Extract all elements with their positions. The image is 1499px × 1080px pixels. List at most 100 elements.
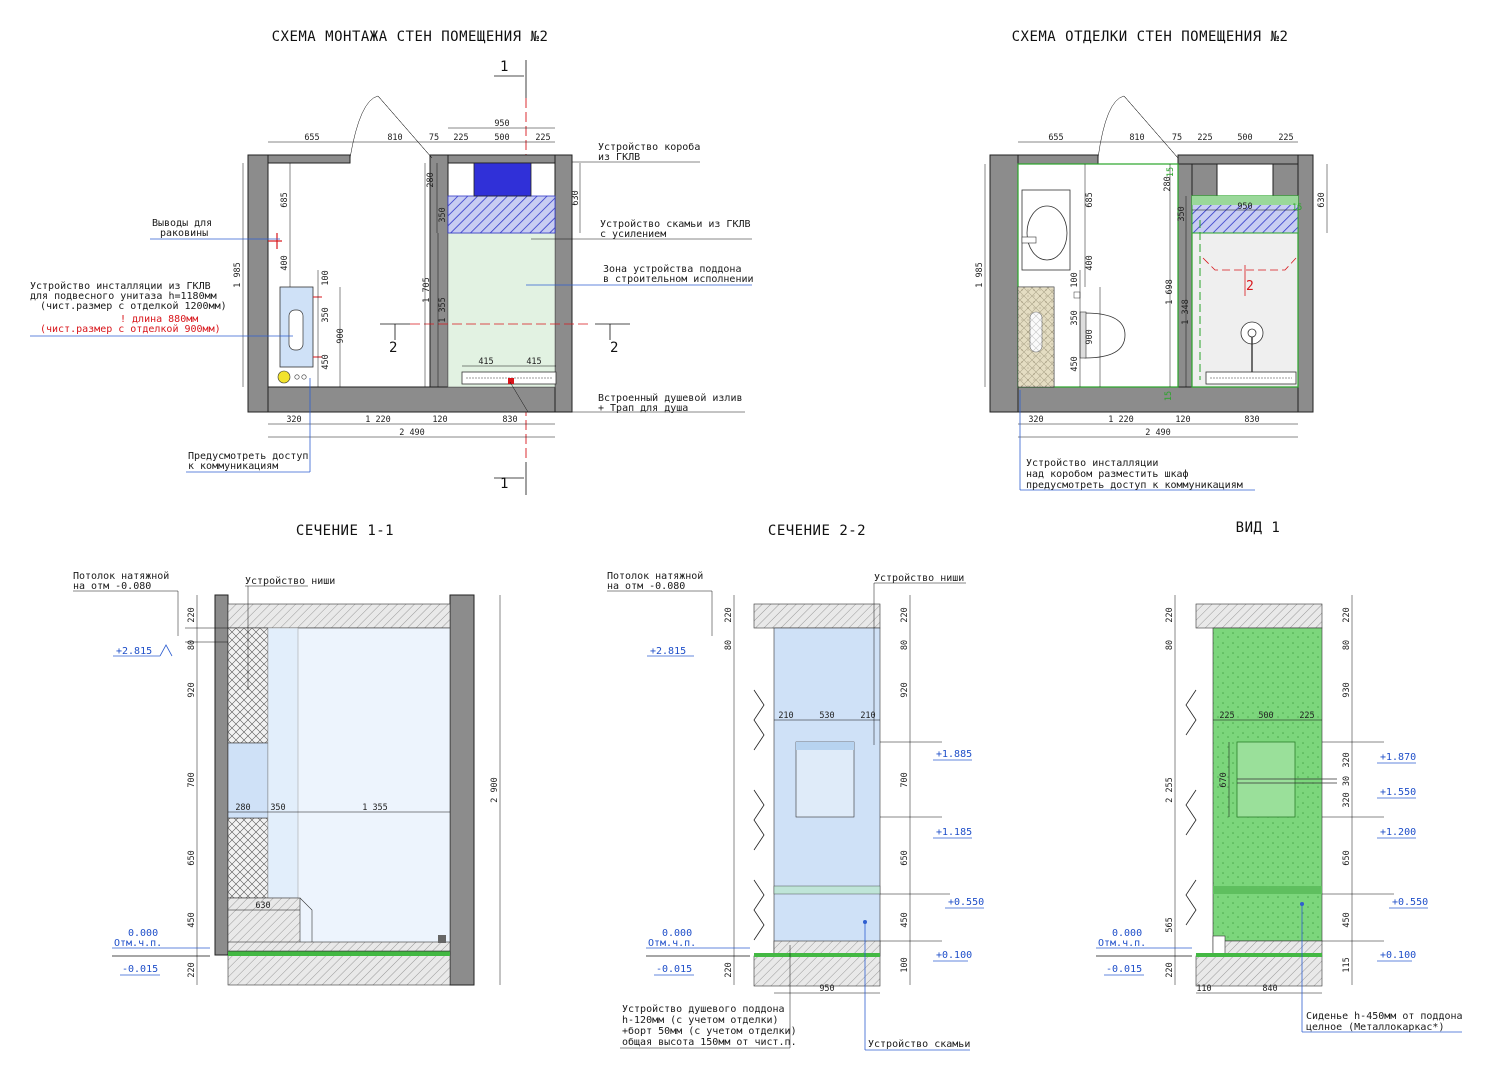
- dim-900: 900: [336, 328, 346, 343]
- v1-lvl-1870: +1.870: [1380, 752, 1416, 763]
- s2-lvl-0: 0.000: [662, 928, 692, 939]
- p2-dim-100: 100: [1070, 272, 1080, 287]
- p2-note-3: предусмотреть доступ к коммуникациям: [1026, 480, 1243, 491]
- view-1: ВИД 1 220 80 2 255 565 220 220 80 930 32…: [1096, 520, 1463, 1033]
- wall-left: [247, 154, 269, 413]
- s1-dim-350: 350: [270, 803, 285, 813]
- dim-1220: 1 220: [365, 415, 391, 425]
- s2-lvl-1885: +1.885: [936, 749, 972, 760]
- dim-1985: 1 985: [233, 262, 243, 288]
- p2-dim-1698: 1 698: [1165, 279, 1175, 305]
- s1-dim-80: 80: [187, 640, 197, 650]
- p2-dim-225a: 225: [1197, 133, 1212, 143]
- s1-niche-label: Устройство ниши: [245, 575, 335, 587]
- v1-lvl-0: 0.000: [1112, 928, 1142, 939]
- v1-dim-320b: 320: [1342, 792, 1352, 807]
- s1-lvl-2815: +2.815: [116, 646, 152, 657]
- v1-dim-500: 500: [1258, 711, 1273, 721]
- drain-point: [508, 378, 514, 384]
- note-tray-1: Зона устройства поддона: [603, 263, 741, 275]
- plan1-notes: Устройство короба из ГКЛВ Устройство ска…: [30, 141, 754, 473]
- dim-1355: 1 355: [438, 297, 448, 323]
- dim-320: 320: [286, 415, 301, 425]
- v1-seat-1: Сиденье h-450мм от поддона: [1306, 1011, 1463, 1022]
- plan-2: СХЕМА ОТДЕЛКИ СТЕН ПОМЕЩЕНИЯ №2 2: [975, 29, 1328, 491]
- s2-tray-3: +борт 50мм (с учетом отделки): [622, 1025, 797, 1037]
- s1-dim-220b: 220: [187, 962, 197, 977]
- v1-dim-220c: 220: [1342, 607, 1352, 622]
- s2-ceiling-slab: [753, 603, 881, 629]
- p2-dim-655: 655: [1048, 133, 1063, 143]
- p2-wall-top-left: [1017, 154, 1099, 165]
- v1-dim-225a: 225: [1219, 711, 1234, 721]
- s1-dim-1355: 1 355: [362, 803, 388, 813]
- dim-500: 500: [494, 133, 509, 143]
- dim-655: 655: [304, 133, 319, 143]
- note-bench-1: Устройство скамьи из ГКЛВ: [600, 218, 751, 230]
- p2-dim-75: 75: [1172, 133, 1182, 143]
- plan1-title: СХЕМА МОНТАЖА СТЕН ПОМЕЩЕНИЯ №2: [272, 29, 549, 45]
- note-inst-red-1: ! длина 880мм: [120, 314, 198, 325]
- note-sink-1: Выводы для: [152, 218, 212, 229]
- bench-hatch: [447, 195, 556, 234]
- note-inst-red-2: (чист.размер с отделкой 900мм): [40, 323, 221, 335]
- v1-seat: [1213, 886, 1322, 894]
- v1-lvl-m015: -0.015: [1106, 964, 1142, 975]
- s2-lvl-0550: +0.550: [948, 897, 984, 908]
- sec11-title: СЕЧЕНИЕ 1-1: [296, 523, 394, 539]
- s2-dim-530: 530: [819, 711, 834, 721]
- dim-2490: 2 490: [399, 428, 425, 438]
- p2-dim-900: 900: [1085, 329, 1095, 344]
- dim-950: 950: [494, 119, 509, 129]
- s1-dim-700: 700: [187, 772, 197, 787]
- v1-dim-220b: 220: [1165, 962, 1175, 977]
- p2-dim-685: 685: [1085, 192, 1095, 207]
- sec22-title: СЕЧЕНИЕ 2-2: [768, 523, 866, 539]
- p2-dim-15b: 15: [1292, 203, 1302, 213]
- dim-350: 350: [321, 307, 331, 322]
- s2-dim-220a: 220: [724, 607, 734, 622]
- s2-niche-label: Устройство ниши: [874, 572, 964, 584]
- v1-dim-565: 565: [1165, 917, 1175, 932]
- wall-bottom: [267, 386, 556, 413]
- v1-lvl-1200: +1.200: [1380, 827, 1416, 838]
- dim-120: 120: [432, 415, 447, 425]
- s1-dim-450: 450: [187, 912, 197, 927]
- s2-niche: [795, 741, 855, 818]
- s1-floor-finish: [228, 951, 450, 956]
- p2-dim-15c: 15: [1164, 391, 1174, 401]
- v1-dim-30: 30: [1342, 776, 1352, 786]
- p2-dim-2490: 2 490: [1145, 428, 1171, 438]
- p2-dim-630: 630: [1317, 192, 1327, 207]
- p2-dim-1985: 1 985: [975, 262, 985, 288]
- note-inst-3: (чист.размер с отделкой 1200мм): [40, 300, 227, 312]
- s1-dim-280: 280: [235, 803, 250, 813]
- dim-415b: 415: [526, 357, 541, 367]
- dim-225a: 225: [453, 133, 468, 143]
- v1-seat-2: целное (Металлокаркас*): [1306, 1022, 1444, 1033]
- p2-dim-1220: 1 220: [1108, 415, 1134, 425]
- s1-ceil-1: Потолок натяжной: [73, 570, 169, 582]
- s1-lvl-0: 0.000: [128, 928, 158, 939]
- p2-note-2: над коробом разместить шкаф: [1026, 468, 1189, 480]
- p2-dim-830: 830: [1244, 415, 1259, 425]
- note-box-1: Устройство короба: [598, 141, 700, 153]
- note-spout-1: Встроенный душевой излив: [598, 392, 743, 404]
- dim-75: 75: [429, 133, 439, 143]
- s2-lvl-fl: Отм.ч.п.: [648, 938, 696, 949]
- p2-dim-225b: 225: [1278, 133, 1293, 143]
- p2-wall-top-right: [1177, 154, 1314, 165]
- box-blue: [473, 162, 532, 197]
- s1-bench: [227, 897, 301, 947]
- s2-lvl-1185: +1.185: [936, 827, 972, 838]
- v1-niche: [1236, 741, 1296, 818]
- p2-box: [1191, 163, 1218, 197]
- p2-box-right: [1272, 163, 1299, 197]
- section-1-1: СЕЧЕНИЕ 1-1 220 80 920 700 650 450 220 2…: [73, 523, 501, 986]
- v1-dim-115: 115: [1342, 957, 1352, 972]
- s2-dim-210b: 210: [860, 711, 875, 721]
- p2-dim-120: 120: [1175, 415, 1190, 425]
- p2-dim-450: 450: [1070, 356, 1080, 371]
- p2-dim-320: 320: [1028, 415, 1043, 425]
- view1-title: ВИД 1: [1236, 520, 1281, 536]
